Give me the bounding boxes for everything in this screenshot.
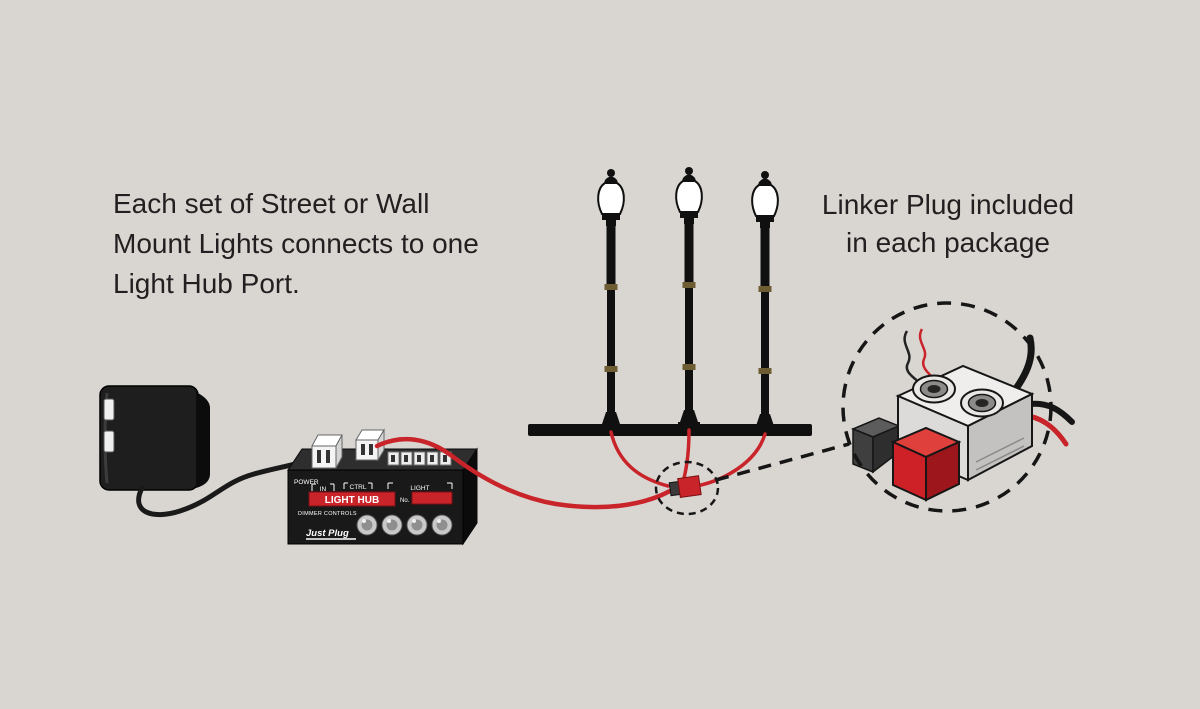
hub-in-label: IN (320, 486, 327, 493)
power-adapter (99, 385, 210, 491)
connector-callout-circle (654, 460, 720, 516)
adapter-body (99, 385, 199, 491)
lamp2-wire (682, 428, 691, 480)
detail-black-cable (1027, 400, 1075, 425)
hub-no-label: No. (400, 498, 410, 504)
linker-plug-connector (668, 475, 702, 499)
in-bracket (311, 483, 335, 491)
plug-slot (326, 450, 330, 463)
plug-slot (317, 450, 321, 463)
ctrl-bracket (343, 482, 373, 489)
hub-light-ports (387, 451, 452, 466)
hub-number-display (411, 491, 453, 505)
caption-left-line3: Light Hub Port. (113, 268, 300, 299)
hub-brand: Just Plug (306, 528, 349, 539)
detail-red-block (890, 426, 962, 502)
hub-front-face (287, 469, 464, 545)
lamp3-wire (699, 432, 767, 487)
plug-front (311, 445, 337, 469)
callout-line (715, 442, 850, 482)
port-slot (443, 455, 447, 462)
caption-left: Each set of Street or Wall Mount Lights … (113, 184, 583, 304)
plug-front (355, 439, 379, 461)
caption-right-line1: Linker Plug included (821, 189, 1075, 220)
red-block-side (925, 440, 960, 502)
caption-left-line1: Each set of Street or Wall (113, 188, 430, 219)
hub-light-label: LIGHT (410, 485, 429, 492)
knob-highlight (362, 519, 366, 523)
plug-slot (361, 444, 365, 455)
port-slot (417, 455, 421, 462)
caption-left-line2: Mount Lights connects to one (113, 228, 479, 259)
light-bracket (387, 482, 453, 489)
hub-dimmer-label: DIMMER CONTROLS (298, 511, 357, 517)
detail-black-lead (903, 330, 922, 385)
hub-to-linker-wire (374, 436, 673, 510)
caption-right-line2: in each package (846, 227, 1050, 258)
hub-ctrl-label: CTRL (350, 484, 367, 491)
hub-title: LIGHT HUB (325, 495, 379, 506)
knob-highlight (387, 519, 391, 523)
port-slot (404, 455, 408, 462)
gray-block-front (852, 427, 874, 474)
connector-red-part (677, 475, 702, 499)
adapter-side (196, 392, 210, 488)
detail-red-cable (1026, 413, 1069, 447)
knob-highlight (412, 519, 416, 523)
detail-gray-block (851, 417, 901, 474)
lamp1-wire (609, 430, 670, 488)
round-port-center (927, 385, 941, 393)
port-slot (430, 455, 434, 462)
hub-power-label: POWER (294, 479, 319, 486)
light-hub: POWER IN CTRL LIGHT LIGHT HUB No. DIMMER… (287, 428, 478, 546)
dimmer-knobs (356, 514, 453, 536)
detail-round-ports (912, 374, 1004, 418)
body-grooves (975, 437, 1025, 471)
zoom-circle (841, 301, 1053, 513)
port-slot (391, 455, 395, 462)
caption-right: Linker Plug included in each package (792, 186, 1104, 262)
plug-prong (103, 398, 115, 421)
power-input-plug (311, 434, 343, 469)
mounting-bar (528, 424, 812, 436)
hub-title-banner (308, 491, 396, 507)
round-port-center (975, 399, 989, 407)
plug-prong (103, 430, 115, 453)
power-cable (136, 453, 321, 517)
plug-slot (369, 444, 373, 455)
knob-highlight (437, 519, 441, 523)
linker-plug-detail (851, 328, 1075, 502)
